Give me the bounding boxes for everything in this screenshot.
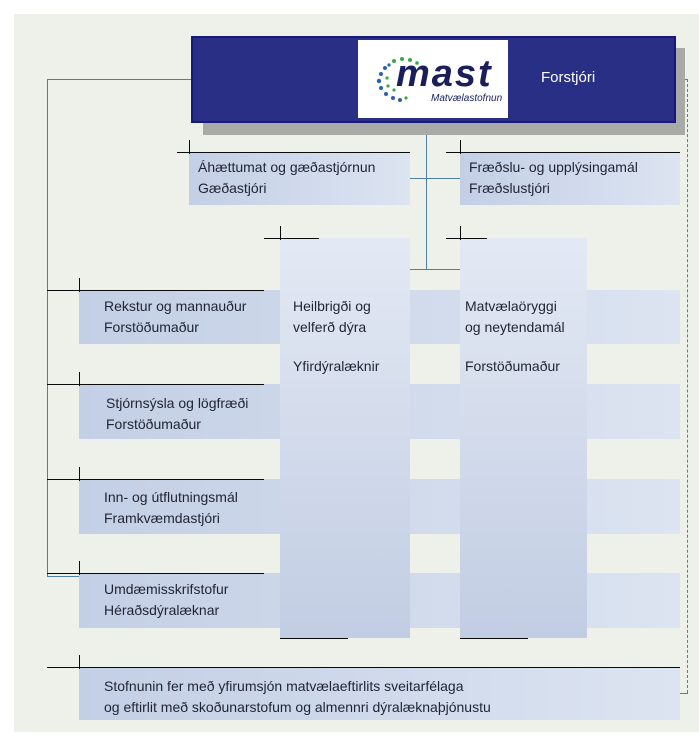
staff-tick-quality: [189, 140, 190, 154]
row-tick-district-offices: [79, 561, 80, 575]
logo-subtext: Matvælastofnun: [431, 93, 503, 104]
column-base-rule-food-safety: [460, 638, 528, 639]
center-connector: [426, 122, 427, 269]
row-tick-administration: [79, 372, 80, 386]
footer-box: [79, 667, 680, 720]
staff-box-education: [460, 152, 680, 205]
footer-tick: [79, 655, 80, 669]
header-box: mast Matvælastofnun Forstjóri: [191, 36, 676, 123]
column-rule-food-safety: [446, 238, 487, 239]
right-dashed-connector: [687, 79, 688, 693]
footer-label: Stofnunin fer með yfirumsjón matvælaefti…: [104, 678, 491, 715]
staff-tick-education: [460, 140, 461, 154]
logo-dots-icon: [376, 57, 419, 102]
row-label-import-export: Inn- og útflutningsmál Framkvæmdastjóri: [104, 489, 238, 526]
logo-wordmark: mast: [396, 53, 493, 95]
row-rule-district-offices: [47, 573, 264, 574]
row-tick-operations: [79, 278, 80, 292]
column-box-food-safety: [460, 238, 587, 638]
row-rule-import-export: [47, 479, 264, 480]
staff-label-quality: Áhættumat og gæðastjórnun Gæðastjóri: [198, 159, 376, 196]
logo: mast Matvælastofnun: [358, 40, 508, 118]
header-title: Forstjóri: [541, 69, 596, 86]
column-label-food-safety: Matvælaöryggi og neytendamál Forstöðumað…: [465, 298, 565, 374]
column-label-animal-health: Heilbrigði og velferð dýra Yfirdýralækni…: [293, 298, 380, 374]
column-tick-food-safety: [460, 226, 461, 240]
row-label-administration: Stjórnsýsla og lögfræði Forstöðumaður: [106, 395, 249, 432]
staff-box-quality: [189, 152, 410, 205]
column-tick-animal-health: [280, 226, 281, 240]
column-base-rule-animal-health: [280, 638, 348, 639]
row-rule-operations: [47, 290, 264, 291]
left-bottom-connector: [47, 576, 79, 577]
staff-rule-education: [446, 152, 680, 153]
staff-label-education: Fræðslu- og upplýsingamál Fræðslustjóri: [469, 159, 638, 196]
row-label-operations: Rekstur og mannauður Forstöðumaður: [104, 298, 247, 335]
staff-rule-quality: [177, 152, 410, 153]
left-connector: [47, 79, 48, 576]
row-tick-import-export: [79, 467, 80, 481]
footer-rule: [47, 667, 680, 668]
staff-connector: [410, 178, 460, 179]
column-rule-animal-health: [264, 238, 319, 239]
column-box-animal-health: [280, 238, 410, 638]
row-rule-administration: [47, 384, 264, 385]
right-bottom-connector: [676, 693, 688, 694]
left-top-connector: [47, 79, 192, 80]
row-label-district-offices: Umdæmisskrifstofur Héraðsdýralæknar: [104, 581, 229, 618]
columns-connector: [410, 269, 460, 270]
